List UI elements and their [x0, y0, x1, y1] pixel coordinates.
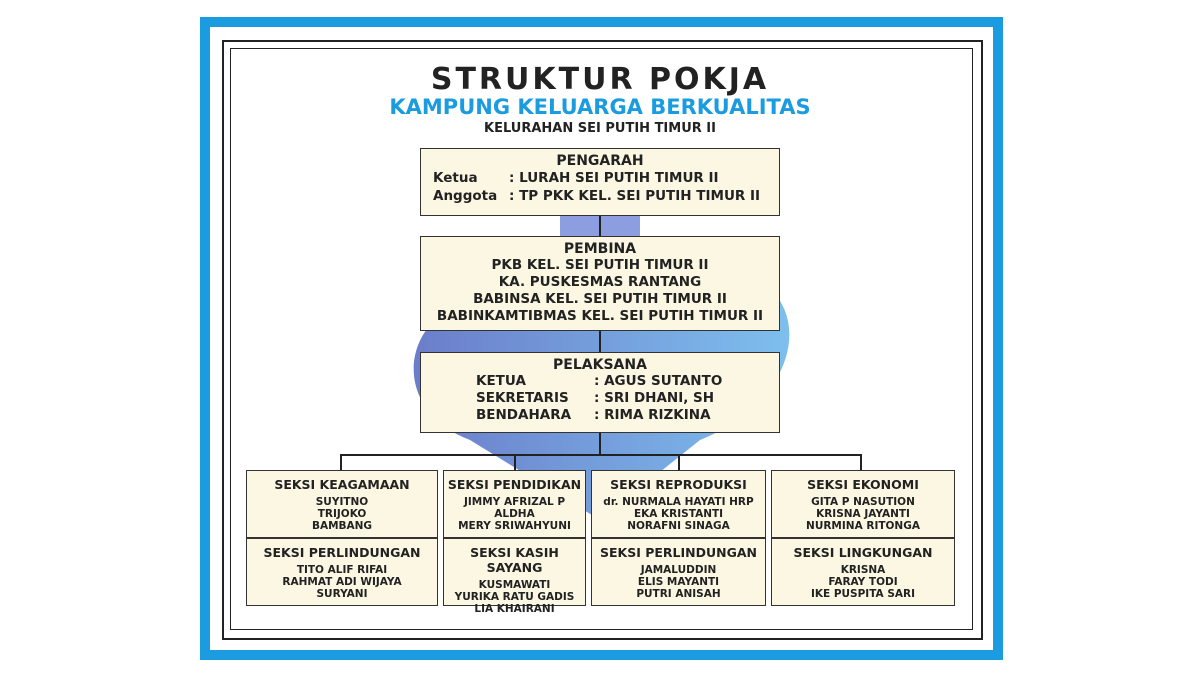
section-member: FARAY TODI [828, 576, 898, 588]
section-member: IKE PUSPITA SARI [810, 588, 916, 600]
section-member: GITA P NASUTION [811, 496, 915, 508]
location-label: KELURAHAN SEI PUTIH TIMUR II [484, 121, 716, 136]
section-title: SEKSI KEAGAMAAN [274, 477, 410, 492]
pelaksana-value: : SRI DHANI, SH [594, 390, 715, 406]
section-member: TRIJOKO [317, 508, 367, 520]
section-member: BAMBANG [311, 520, 373, 532]
pengarah-heading: PENGARAH [556, 153, 644, 169]
section-member: dr. NURMALA HAYATI HRP [603, 496, 754, 508]
section-member: NURMINA RITONGA [806, 520, 920, 532]
pembina-box: PEMBINA PKB KEL. SEI PUTIH TIMUR II KA. … [420, 236, 780, 331]
pelaksana-value: : RIMA RIZKINA [594, 407, 711, 423]
section-member: KRISNA JAYANTI [816, 508, 910, 520]
section-member: ALDHA [494, 508, 535, 520]
page-subtitle: KAMPUNG KELUARGA BERKUALITAS [389, 95, 811, 119]
pelaksana-value: : AGUS SUTANTO [594, 373, 723, 389]
section-member: KUSMAWATI [478, 579, 551, 591]
section-member: SUYITNO [315, 496, 369, 508]
pembina-member: KA. PUSKESMAS RANTANG [498, 274, 702, 290]
section-member: JAMALUDDIN [640, 564, 717, 576]
section-title: SEKSI REPRODUKSI [610, 477, 747, 492]
section-title: SEKSI LINGKUNGAN [793, 545, 933, 560]
section-member: SURYANI [316, 588, 368, 600]
section-member: MERY SRIWAHYUNI [458, 520, 571, 532]
pengarah-box: PENGARAH Ketua : LURAH SEI PUTIH TIMUR II… [420, 148, 780, 216]
section-title: SEKSI KASIH SAYANG [470, 545, 559, 575]
pelaksana-key: BENDAHARA [476, 407, 572, 423]
pengarah-value: : TP PKK KEL. SEI PUTIH TIMUR II [509, 188, 761, 204]
connector [340, 454, 862, 456]
section-title: SEKSI PENDIDIKAN [447, 477, 582, 492]
section-member: RAHMAT ADI WIJAYA [282, 576, 402, 588]
section-member: JIMMY AFRIZAL P [463, 496, 566, 508]
section-title: SEKSI PERLINDUNGAN [599, 545, 758, 560]
connector [678, 454, 680, 470]
connector [514, 454, 516, 470]
pelaksana-key: SEKRETARIS [476, 390, 569, 406]
section-member: ELIS MAYANTI [637, 576, 720, 588]
section-member: EKA KRISTANTI [633, 508, 724, 520]
connector [860, 454, 862, 470]
section-member: KRISNA [840, 564, 886, 576]
section-member: YURIKA RATU GADIS [454, 591, 575, 603]
section-member: LIA KHAIRANI [474, 603, 555, 615]
section-title: SEKSI PERLINDUNGAN [263, 545, 421, 560]
section-member: PUTRI ANISAH [636, 588, 721, 600]
pembina-member: BABINSA KEL. SEI PUTIH TIMUR II [473, 291, 727, 307]
inner-border-line [230, 48, 973, 630]
outer-border-line [222, 40, 983, 640]
pelaksana-key: KETUA [476, 373, 526, 389]
connector [599, 433, 601, 455]
connector [599, 216, 601, 236]
pembina-member: BABINKAMTIBMAS KEL. SEI PUTIH TIMUR II [436, 308, 764, 324]
connector [599, 331, 601, 352]
section-member: TITO ALIF RIFAI [296, 564, 388, 576]
pembina-member: PKB KEL. SEI PUTIH TIMUR II [491, 257, 709, 273]
pengarah-key: Ketua [433, 170, 478, 186]
pelaksana-heading: PELAKSANA [553, 357, 647, 373]
pelaksana-box: PELAKSANA KETUA : AGUS SUTANTO SEKRETARIS… [420, 352, 780, 433]
pengarah-value: : LURAH SEI PUTIH TIMUR II [509, 170, 719, 186]
section-member: NORAFNI SINAGA [627, 520, 730, 532]
section-title: SEKSI EKONOMI [807, 477, 919, 492]
page-title: STRUKTUR POKJA [430, 62, 770, 97]
connector [340, 454, 342, 470]
pembina-heading: PEMBINA [563, 241, 637, 257]
pengarah-key: Anggota [433, 188, 498, 204]
